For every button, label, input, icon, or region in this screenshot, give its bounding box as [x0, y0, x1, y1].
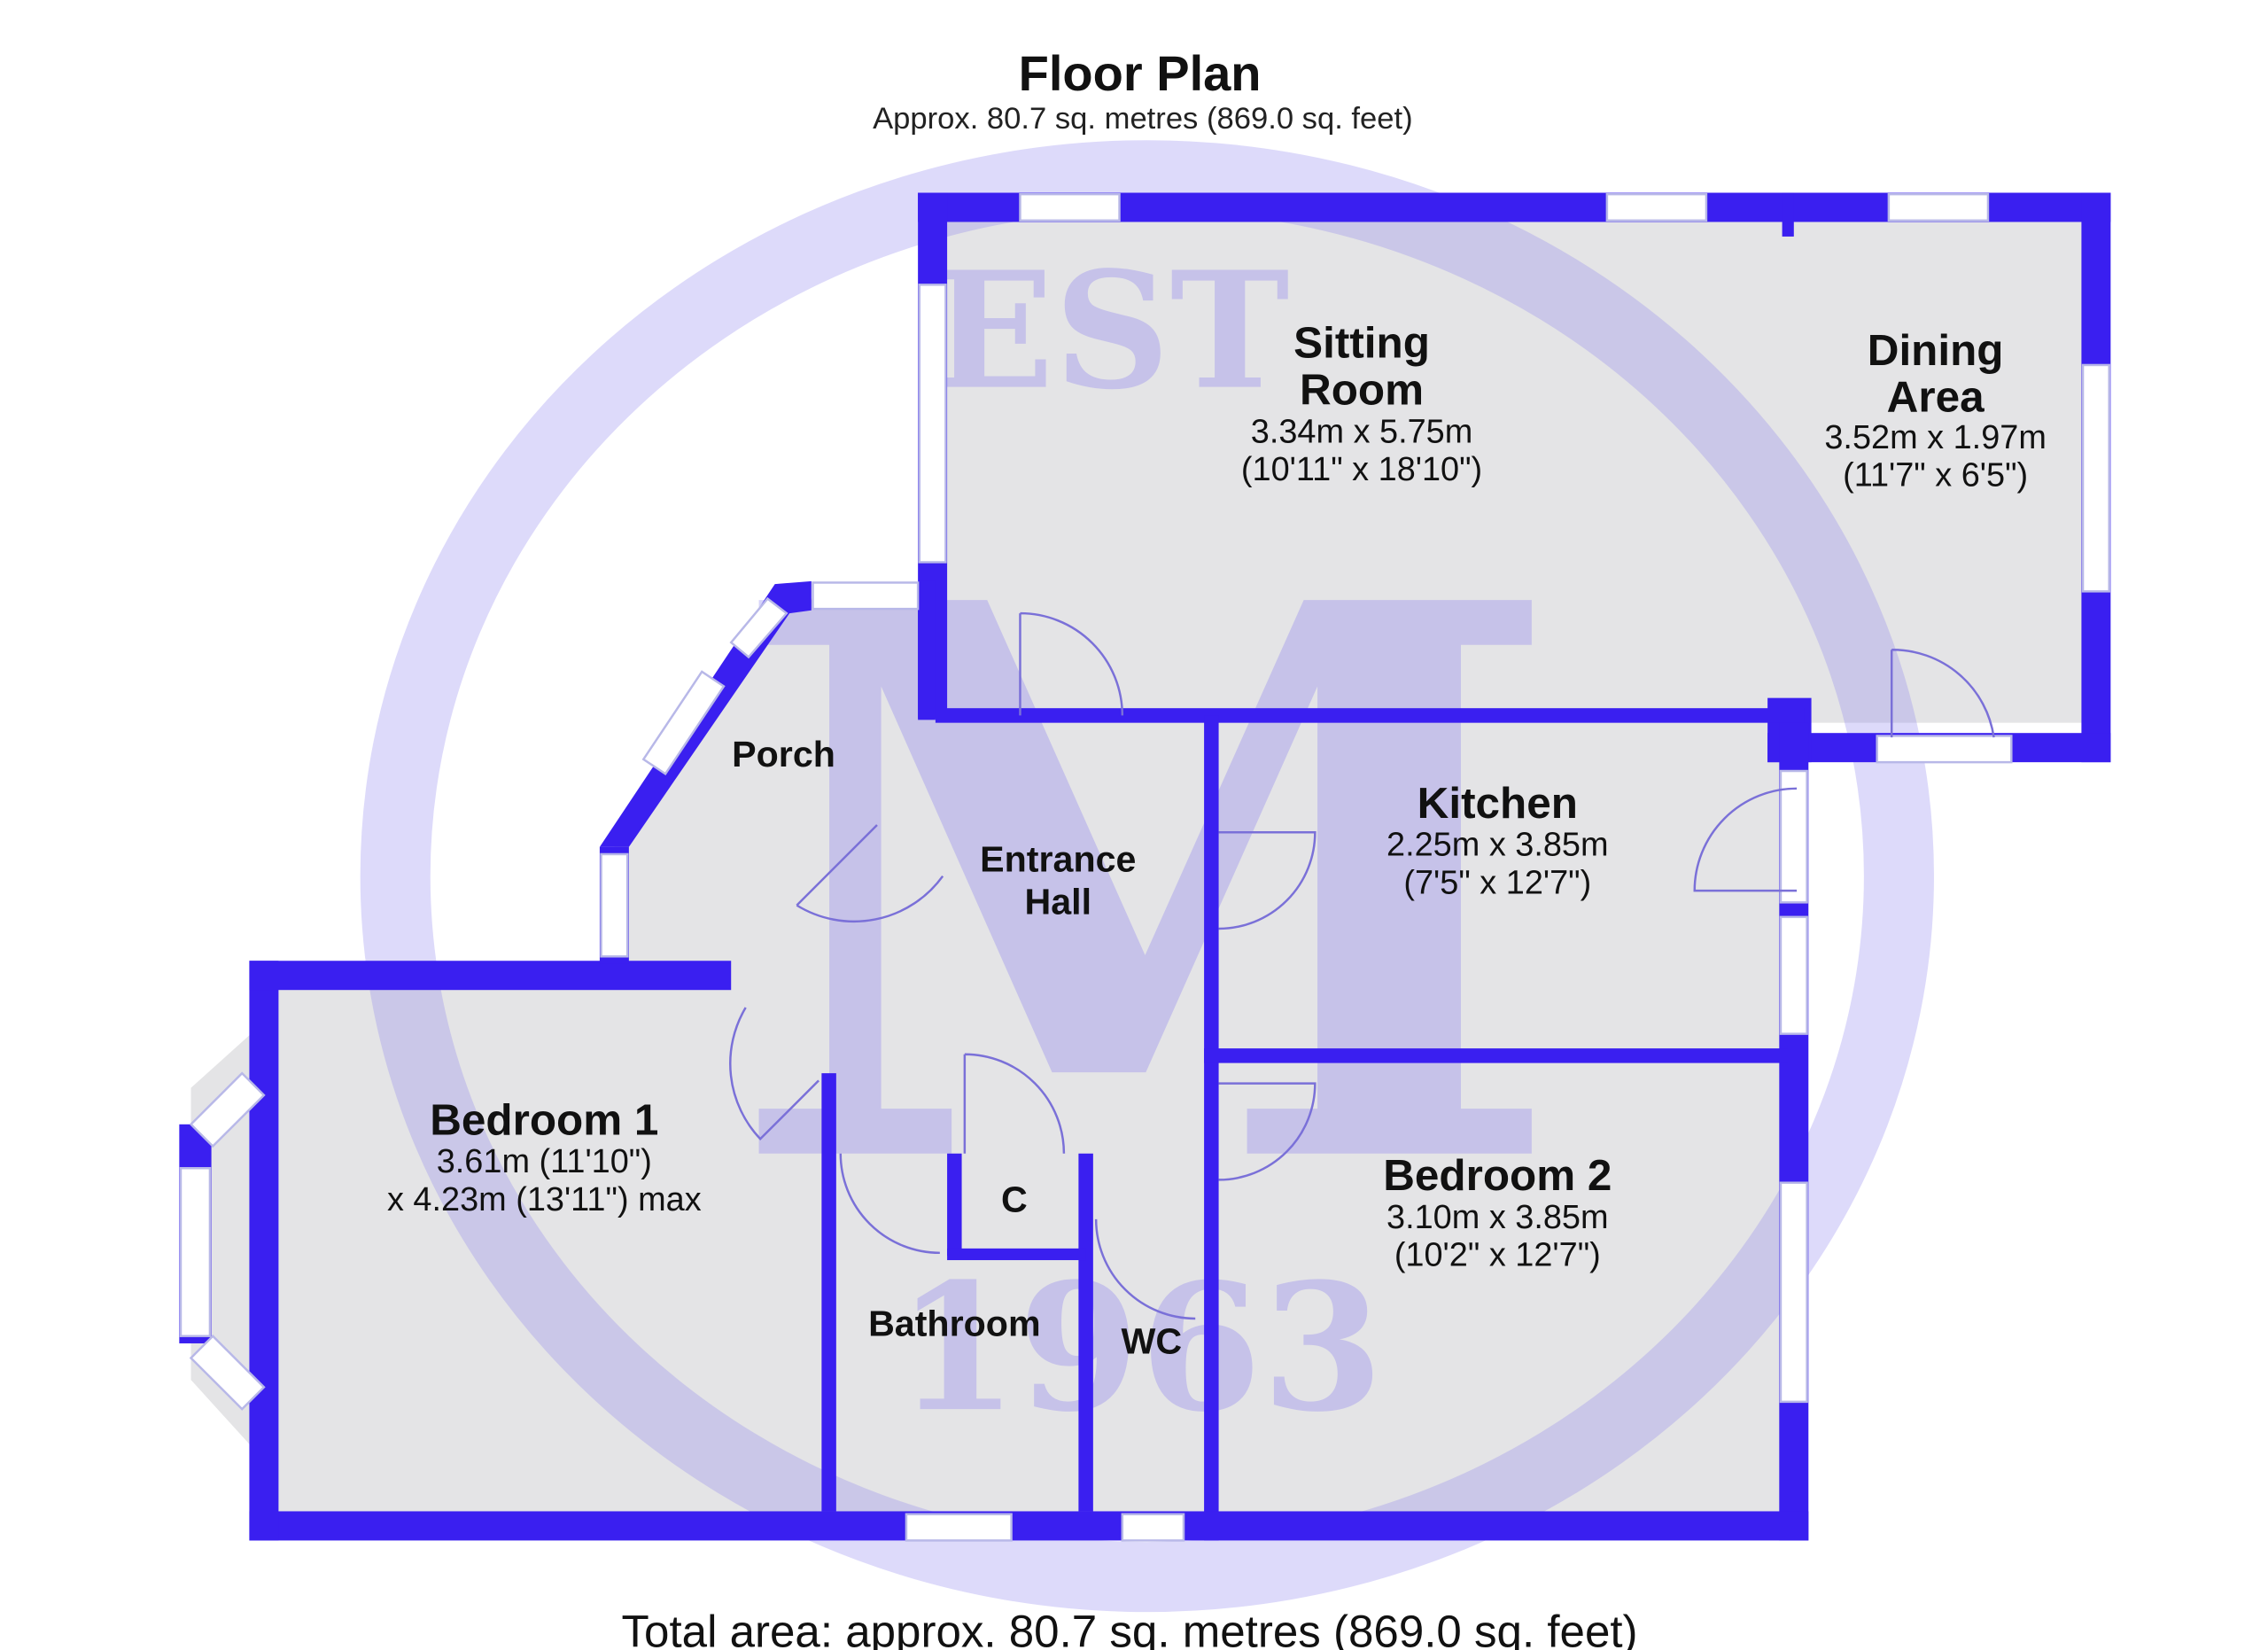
room-dimensions-imperial: (10'2" x 12'7") — [1394, 1237, 1601, 1274]
room-dimensions: 3.34m x 5.75m — [1251, 413, 1473, 450]
room-bedroom-2: Bedroom 2 3.10m x 3.85m (10'2" x 12'7") — [1383, 1151, 1612, 1274]
room-bathroom: Bathroom — [868, 1304, 1040, 1344]
room-dining-area: Dining Area 3.52m x 1.97m (11'7" x 6'5") — [1824, 326, 2047, 494]
room-name: Dining — [1868, 326, 2004, 375]
watermark-year: 1963 — [896, 1244, 1383, 1451]
watermark: EST M 1963 — [360, 140, 1934, 1613]
watermark-est: EST — [932, 237, 1290, 425]
room-name: Entrance — [980, 839, 1136, 880]
room-dimensions: 3.61m (11'10") — [437, 1143, 652, 1180]
room-name: Bedroom 1 — [430, 1095, 658, 1144]
room-dimensions-imperial: (7'5" x 12'7") — [1403, 864, 1591, 901]
room-name: Bedroom 2 — [1383, 1151, 1612, 1200]
room-name: Area — [1887, 373, 1984, 422]
room-name: Room — [1300, 365, 1424, 414]
room-name: Sitting — [1293, 319, 1430, 368]
plan-title: Floor Plan — [1019, 45, 1262, 101]
room-bedroom-1: Bedroom 1 3.61m (11'10") x 4.23m (13'11"… — [387, 1095, 702, 1218]
room-cupboard: C — [1001, 1179, 1028, 1220]
room-entrance-hall: Entrance Hall — [980, 839, 1136, 922]
room-wc: WC — [1121, 1320, 1182, 1361]
windows — [179, 192, 2110, 1542]
room-kitchen: Kitchen 2.25m x 3.85m (7'5" x 12'7") — [1386, 779, 1609, 902]
room-name: Hall — [1025, 882, 1092, 922]
room-dimensions-imperial: (10'11" x 18'10") — [1241, 451, 1482, 488]
room-dimensions-imperial: (11'7" x 6'5") — [1843, 457, 2028, 494]
room-sitting-room: Sitting Room 3.34m x 5.75m (10'11" x 18'… — [1241, 319, 1482, 488]
room-dimensions: 2.25m x 3.85m — [1386, 827, 1609, 864]
room-dimensions-imperial: x 4.23m (13'11") max — [387, 1181, 702, 1218]
total-area: Total area: approx. 80.7 sq. metres (869… — [622, 1607, 1638, 1650]
room-dimensions: 3.10m x 3.85m — [1386, 1199, 1609, 1236]
room-porch: Porch — [732, 734, 835, 774]
room-name: Kitchen — [1418, 779, 1578, 828]
room-dimensions: 3.52m x 1.97m — [1824, 419, 2047, 456]
doors — [729, 611, 1995, 1320]
plan-subtitle: Approx. 80.7 sq. metres (869.0 sq. feet) — [873, 102, 1413, 136]
